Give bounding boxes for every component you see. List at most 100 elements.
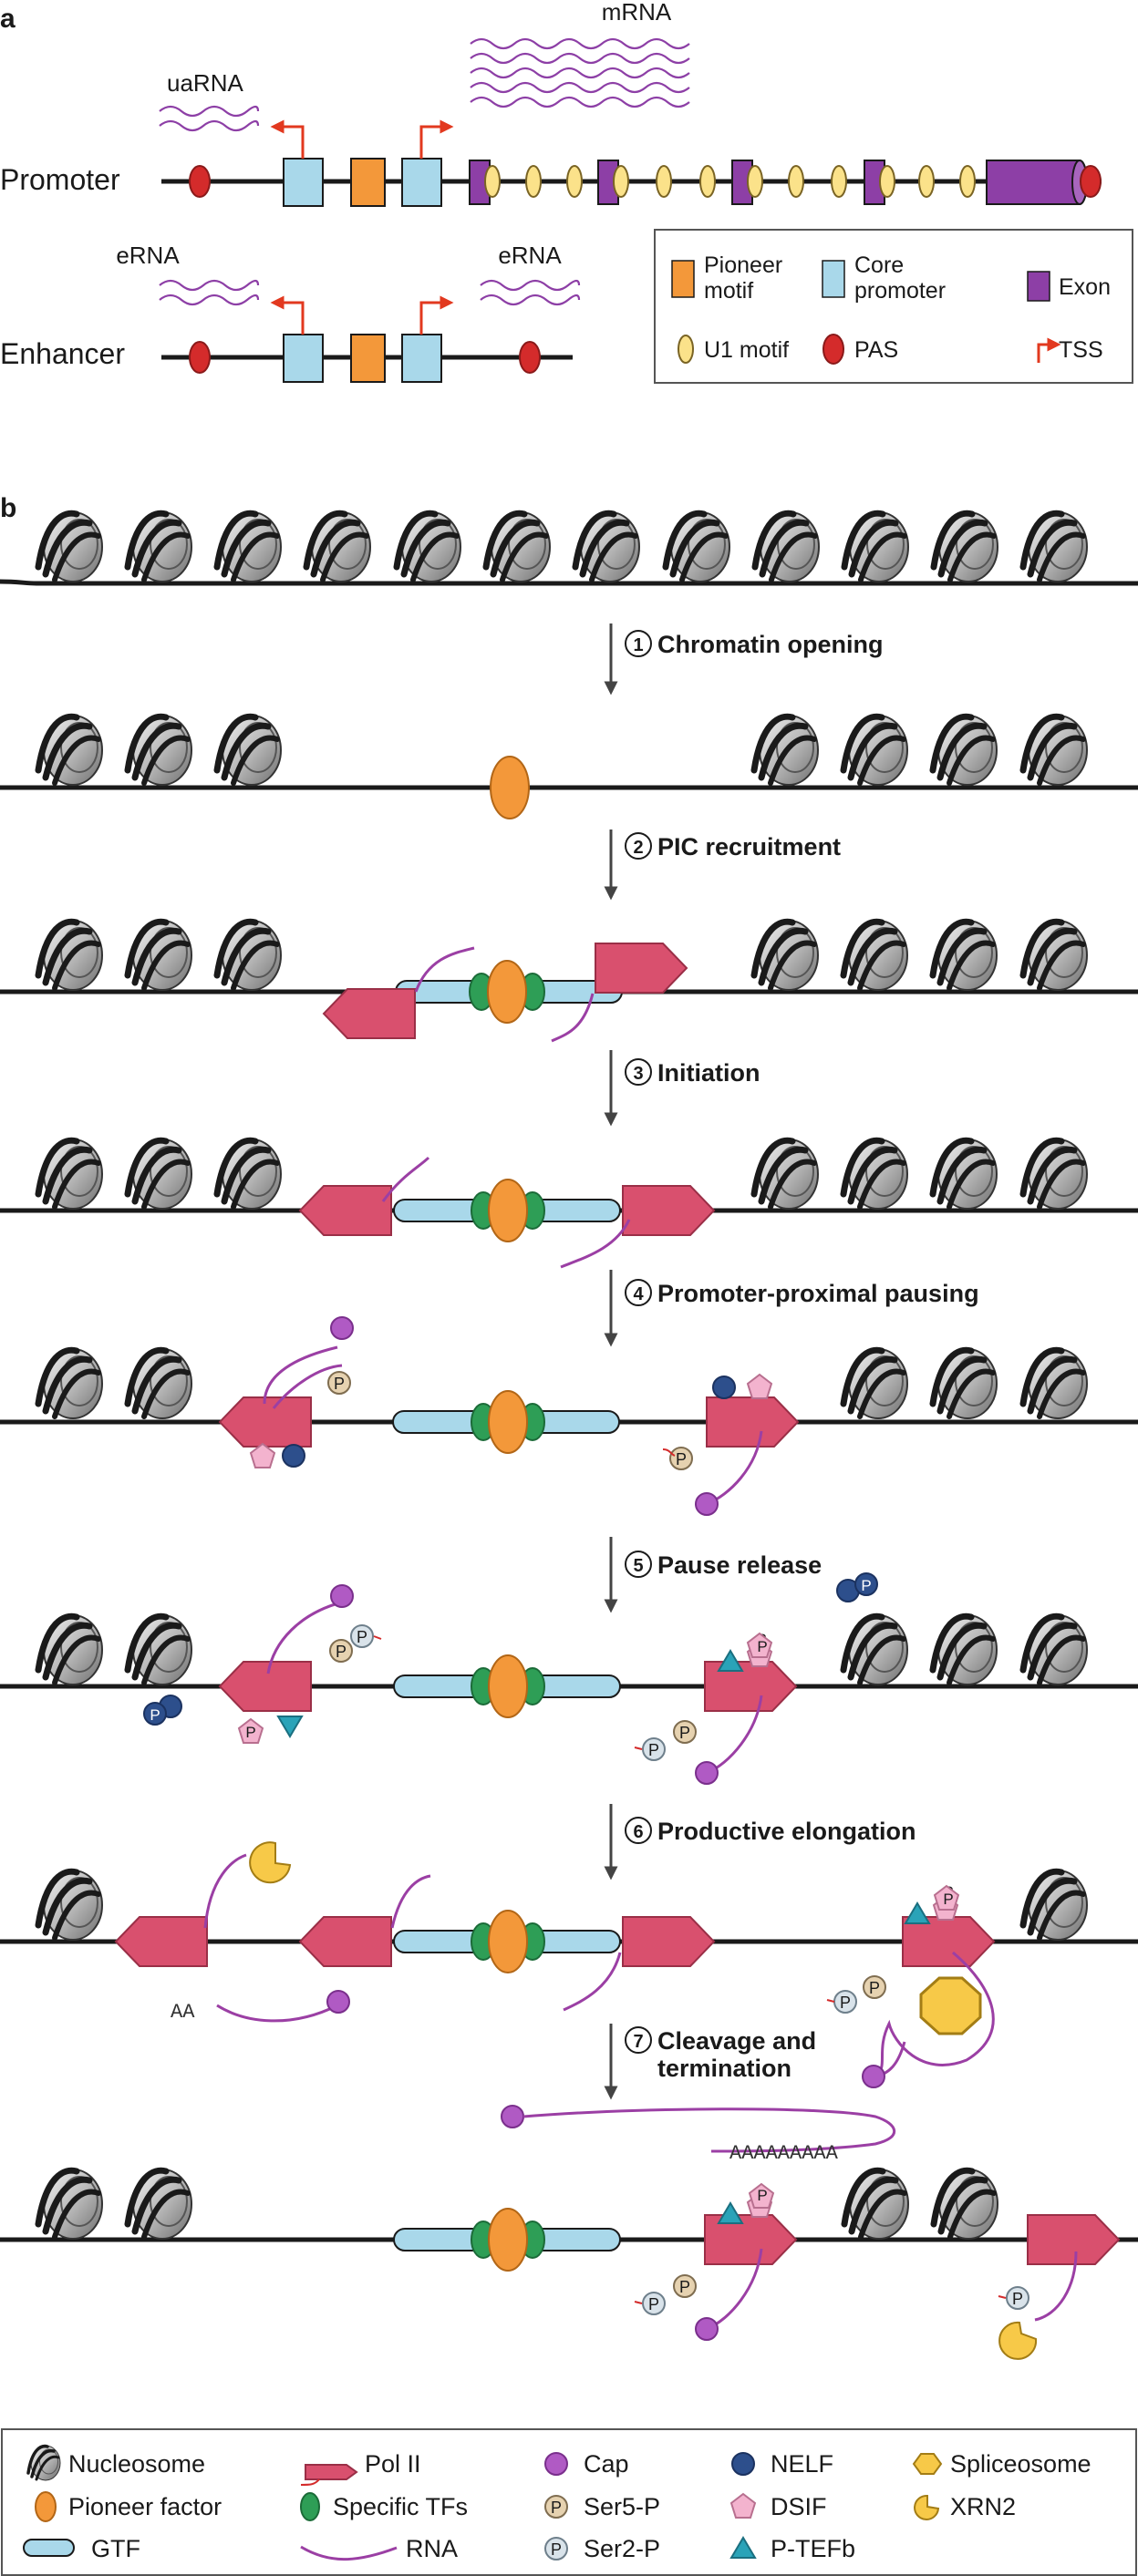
legend-tss: TSS [1059, 337, 1103, 363]
pas-icon [519, 341, 541, 374]
tss-arrow-icon [419, 295, 454, 335]
svg-text:P: P [551, 2499, 562, 2517]
nucleosome-icon [934, 512, 998, 582]
svg-text:P: P [679, 1724, 690, 1742]
pas-icon [189, 165, 211, 198]
row-pause-release: P P P P P P P P P [0, 1572, 1138, 1785]
svg-text:P: P [679, 2278, 690, 2296]
legend-rna: RNA [406, 2535, 458, 2562]
core-promoter-box [401, 158, 442, 207]
svg-text:P: P [245, 1724, 255, 1741]
legend-pioneer-factor: Pioneer factor [68, 2493, 222, 2520]
svg-text:P: P [757, 1638, 767, 1655]
nucleosome-icon [575, 512, 639, 582]
legend-spliceosome: Spliceosome [950, 2450, 1091, 2478]
step-label: Cleavage and [657, 2027, 816, 2055]
legend-ser5p: Ser5-P [584, 2493, 660, 2520]
svg-text:P: P [336, 1643, 347, 1661]
svg-text:P: P [150, 1706, 160, 1724]
nucleosome-icon [397, 512, 460, 582]
step-label: Promoter-proximal pausing [657, 1280, 979, 1307]
mrna-label: mRNA [602, 0, 672, 26]
nucleosome-icon [486, 512, 550, 582]
nucleosome-icon [1023, 512, 1087, 582]
legend-a: Pioneer motif Core promoter Exon U1 moti… [654, 229, 1133, 384]
step-label: Productive elongation [657, 1818, 916, 1845]
step-number: 5 [633, 1556, 643, 1576]
nucleosome-icon [217, 512, 281, 582]
nucleosome-icon [38, 512, 102, 582]
tss-arrow-icon [1037, 337, 1061, 363]
tss-arrow-icon [270, 119, 305, 159]
svg-text:P: P [1012, 2290, 1023, 2308]
row-pic-recruitment [0, 921, 1138, 1043]
step-number: 1 [633, 635, 643, 655]
legend-u1-motif: U1 motif [704, 337, 789, 363]
legend-specific-tfs: Specific TFs [333, 2493, 468, 2520]
step-number: 7 [633, 2032, 643, 2052]
step-number: 4 [633, 1284, 644, 1304]
legend-exon: Exon [1059, 274, 1111, 300]
row-chromatin-opening [0, 716, 1138, 819]
pas-icon [1080, 165, 1102, 198]
step-label: Pause release [657, 1551, 822, 1579]
legend-pol2: Pol II [365, 2450, 421, 2478]
svg-text:P: P [676, 1450, 687, 1468]
legend-b: Nucleosome Pioneer factor GTF Pol II Spe… [1, 2428, 1137, 2576]
polya-tail: AAAAAAAAA [729, 2142, 839, 2165]
legend-ptefb: P-TEFb [771, 2535, 855, 2562]
tss-arrow-icon [270, 295, 305, 335]
xrn2-icon [249, 1841, 292, 1884]
panel-a-label: a [0, 4, 16, 34]
released-mrna: AAAAAAAAA [501, 2105, 896, 2165]
legend-dsif: DSIF [771, 2493, 827, 2520]
svg-text:P: P [648, 2295, 659, 2313]
legend-xrn2: XRN2 [950, 2493, 1016, 2520]
u1-motifs [484, 165, 976, 198]
mrna-waves [470, 37, 690, 108]
nucleosome-icon [844, 512, 908, 582]
xrn2-icon [998, 2321, 1038, 2360]
svg-text:P: P [861, 1577, 871, 1594]
svg-text:P: P [648, 1741, 659, 1759]
svg-text:P: P [334, 1375, 345, 1393]
step-number: 3 [633, 1064, 643, 1084]
step-number: 6 [633, 1822, 643, 1842]
row-initiation [0, 1139, 1138, 1269]
uarna-waves [159, 105, 260, 132]
legend-gtf: GTF [91, 2535, 140, 2562]
legend-core-promoter: Core [854, 252, 904, 278]
nucleosome-icon [306, 512, 370, 582]
pol2-icon [323, 988, 416, 1039]
pioneer-motif-box [350, 158, 386, 207]
tss-arrow-icon [419, 119, 454, 159]
legend-ser2p: Ser2-P [584, 2535, 660, 2562]
core-promoter-box [283, 334, 324, 383]
step-number: 2 [633, 838, 643, 858]
legend-pas: PAS [854, 337, 898, 363]
row-productive-elongation: AA P P P P [0, 1841, 1138, 2088]
svg-text:P: P [757, 2187, 767, 2204]
erna-left-waves [159, 279, 260, 306]
step-label: Initiation [657, 1059, 760, 1087]
erna-right-label: eRNA [498, 242, 562, 269]
row-closed-chromatin [0, 512, 1138, 586]
legend-pioneer-motif: Pioneer [704, 252, 782, 278]
step-label-2: termination [657, 2055, 791, 2082]
core-promoter-box [401, 334, 442, 383]
panel-b-label: b [0, 493, 16, 523]
legend-cap: Cap [584, 2450, 629, 2478]
step-label: Chromatin opening [657, 631, 883, 658]
enhancer-label: Enhancer [0, 337, 125, 370]
svg-text:P: P [840, 1994, 851, 2012]
pioneer-motif-box [350, 334, 386, 383]
erna-left-label: eRNA [116, 242, 180, 269]
promoter-label: Promoter [0, 163, 120, 196]
legend-nelf: NELF [771, 2450, 833, 2478]
row-pausing: P P [0, 1316, 1138, 1516]
svg-text:motif: motif [704, 278, 753, 304]
spliceosome-icon [919, 1976, 982, 2035]
legend-nucleosome: Nucleosome [68, 2450, 205, 2478]
core-promoter-box [283, 158, 324, 207]
